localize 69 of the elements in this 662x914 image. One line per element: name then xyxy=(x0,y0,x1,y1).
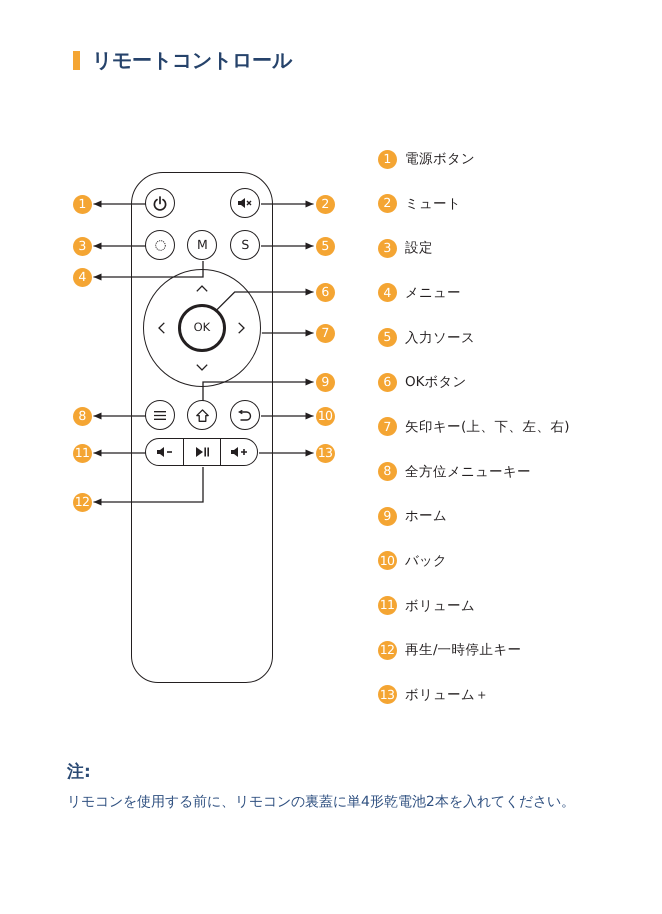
leader-arrow xyxy=(202,378,314,401)
callout-number: 13 xyxy=(316,444,334,462)
leader-arrow xyxy=(94,261,204,280)
d-pad-ring xyxy=(143,269,262,388)
mute-button xyxy=(230,188,260,218)
button-description: ミュート xyxy=(405,194,461,213)
callout-number: 3 xyxy=(72,236,92,256)
button-description: ボリューム＋ xyxy=(405,686,489,704)
settings-button xyxy=(145,230,176,260)
menu-button xyxy=(145,400,176,430)
callout-number: 5 xyxy=(316,236,334,256)
callout-number: 9 xyxy=(316,372,334,392)
leader-arrow xyxy=(94,200,146,208)
callout-number: 7 xyxy=(378,417,396,436)
button-description: ホーム xyxy=(405,507,447,526)
note-heading: 注: xyxy=(67,761,91,783)
callout-number: 9 xyxy=(378,506,396,526)
play-pause-key xyxy=(184,438,220,466)
callout-number: 11 xyxy=(72,444,92,462)
callout-number: 11 xyxy=(378,596,396,615)
callout-number: 13 xyxy=(378,685,396,704)
title: リモートコントロール xyxy=(92,48,292,72)
leader-arrow xyxy=(261,200,314,208)
callout-number: 4 xyxy=(378,283,396,302)
back-button xyxy=(230,400,260,430)
leader-arrow xyxy=(261,242,314,250)
leader-arrow xyxy=(94,242,146,250)
callout-number: 1 xyxy=(378,150,396,168)
volume-down-key xyxy=(145,438,184,466)
power-button xyxy=(145,188,176,218)
button-description: 設定 xyxy=(405,239,433,258)
leader-arrow xyxy=(261,412,314,420)
callout-number: 3 xyxy=(378,238,396,258)
leader-arrow xyxy=(259,450,314,456)
callout-number: 8 xyxy=(72,406,92,426)
leader-arrow xyxy=(216,288,314,310)
callout-number: 12 xyxy=(72,492,92,512)
callout-number: 5 xyxy=(378,328,396,348)
ok-button: OK xyxy=(178,304,226,352)
note-text: リモコンを使用する前に、リモコンの裏蓋に単4形乾電池2本を入れてください。 xyxy=(67,793,575,811)
remote-body xyxy=(131,172,273,683)
callout-number: 1 xyxy=(72,194,92,214)
leader-arrow xyxy=(94,467,204,506)
button-description: 入力ソース xyxy=(405,328,475,347)
button-description: 全方位メニューキー xyxy=(405,462,531,481)
m-button: M xyxy=(187,230,218,260)
button-description: ボリューム xyxy=(405,596,475,614)
leader-arrow xyxy=(94,412,146,420)
callout-number: 10 xyxy=(378,551,396,570)
callout-number: 4 xyxy=(72,268,92,286)
button-description: 電源ボタン xyxy=(405,150,475,168)
callout-number: 7 xyxy=(316,324,334,342)
button-description: メニュー xyxy=(405,284,461,302)
callout-number: 10 xyxy=(316,406,334,426)
button-description: バック xyxy=(405,552,447,570)
volume-up-key xyxy=(220,438,258,466)
button-description: 矢印キー(上、下、左、右) xyxy=(405,418,570,436)
callout-number: 6 xyxy=(316,282,334,302)
callout-number: 2 xyxy=(378,194,396,214)
callout-number: 8 xyxy=(378,462,396,482)
callout-number: 6 xyxy=(378,372,396,392)
leader-arrow xyxy=(262,330,314,336)
leader-arrow xyxy=(94,450,146,456)
button-description: 再生/一時停止キー xyxy=(405,641,522,660)
button-description: OKボタン xyxy=(405,373,466,392)
home-button xyxy=(187,400,218,430)
callout-number: 2 xyxy=(316,194,334,214)
callout-number: 12 xyxy=(378,640,396,660)
s-button: S xyxy=(230,230,260,260)
